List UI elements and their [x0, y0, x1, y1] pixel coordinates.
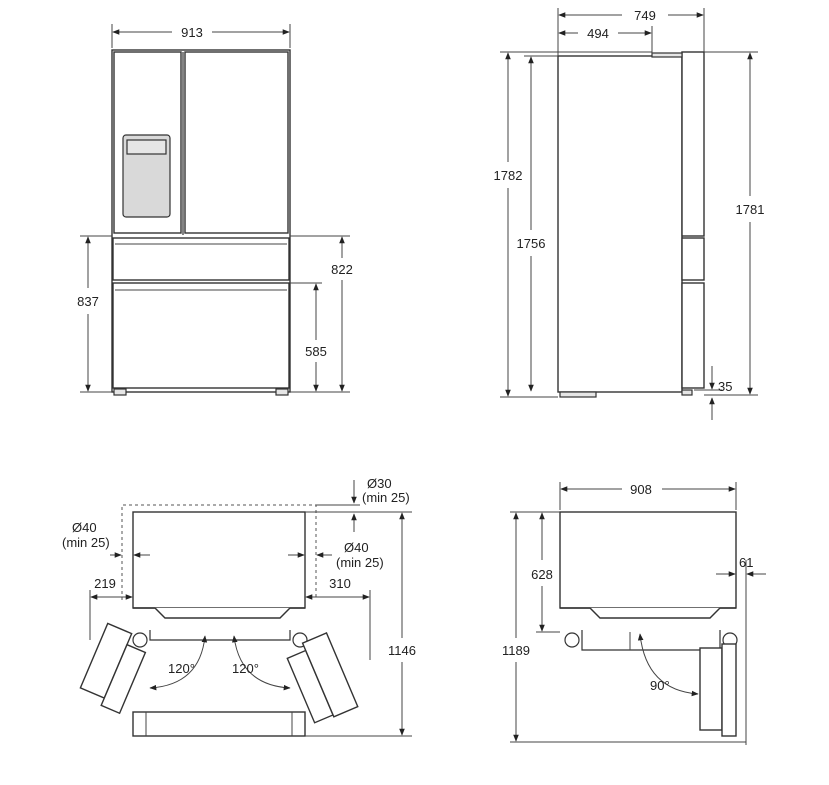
top-view-side: 908 628 61 1189 90°	[502, 482, 766, 745]
top-gap-min: (min 25)	[362, 490, 410, 505]
doors-center-rail	[149, 630, 291, 641]
left-angle-label: 120°	[168, 661, 195, 676]
front-left-foot	[113, 388, 127, 396]
side-908-label: 908	[630, 482, 652, 497]
side-top-cabinet-front	[560, 607, 736, 619]
niche-outline	[121, 504, 317, 600]
side-1189-label: 1189	[502, 643, 530, 658]
left-gap-min: (min 25)	[62, 535, 110, 550]
clearance-310-label: 310	[329, 576, 351, 591]
left-open-door	[79, 622, 147, 715]
side-61-label: 61	[739, 555, 753, 570]
depth-1146-label: 1146	[388, 643, 416, 658]
right-gap-symbol: Ø40	[344, 540, 369, 555]
side-494-label: 494	[587, 26, 609, 41]
front-view: 913 837 822 585	[77, 24, 353, 396]
right-angle-arc	[231, 635, 291, 691]
side-1781-label: 1781	[736, 202, 765, 217]
dispenser-panel	[126, 139, 167, 155]
side-rear-foot	[559, 391, 597, 398]
side-angle-label: 90°	[650, 678, 670, 693]
front-right-door	[184, 51, 289, 234]
left-gap-symbol: Ø40	[72, 520, 97, 535]
side-drawer-upper	[681, 237, 705, 281]
water-dispenser	[122, 134, 171, 218]
side-open-door-edge	[721, 643, 737, 737]
left-angle-arc	[149, 635, 208, 691]
front-upper-drawer	[112, 237, 290, 281]
side-left-hinge-icon	[564, 632, 580, 648]
side-open-door	[699, 647, 723, 731]
top-gap-symbol: Ø30	[367, 476, 392, 491]
pulled-drawer	[132, 711, 306, 737]
right-open-door	[286, 632, 359, 724]
clearance-219-label: 219	[94, 576, 116, 591]
side-view: 749 494 1782 1756 1781 35	[494, 8, 765, 420]
top-view-doors: Ø30 (min 25) Ø40 (min 25) Ø40 (min 25) 2…	[62, 476, 416, 737]
side-door-upper	[681, 51, 705, 237]
side-top-hinge	[651, 52, 683, 58]
front-lower-drawer	[112, 282, 290, 389]
side-35-label: 35	[718, 379, 732, 394]
side-angle-arc	[637, 633, 699, 697]
side-1782-label: 1782	[494, 168, 523, 183]
doors-cabinet-front	[133, 607, 305, 619]
doors-cabinet	[132, 511, 306, 609]
right-angle-label: 120°	[232, 661, 259, 676]
side-1756-label: 1756	[517, 236, 546, 251]
side-top-rail	[581, 630, 721, 651]
right-gap-min: (min 25)	[336, 555, 384, 570]
side-749-label: 749	[634, 8, 656, 23]
right-hinge-icon	[292, 632, 308, 648]
side-top-cabinet	[559, 511, 737, 609]
front-585-label: 585	[305, 344, 327, 359]
side-front-foot	[681, 389, 693, 396]
left-hinge-icon	[132, 632, 148, 648]
front-width-label: 913	[181, 25, 203, 40]
front-right-foot	[275, 388, 289, 396]
front-837-label: 837	[77, 294, 99, 309]
side-drawer-lower	[681, 282, 705, 389]
side-cabinet	[557, 55, 683, 393]
front-822-label: 822	[331, 262, 353, 277]
side-628-label: 628	[531, 567, 553, 582]
